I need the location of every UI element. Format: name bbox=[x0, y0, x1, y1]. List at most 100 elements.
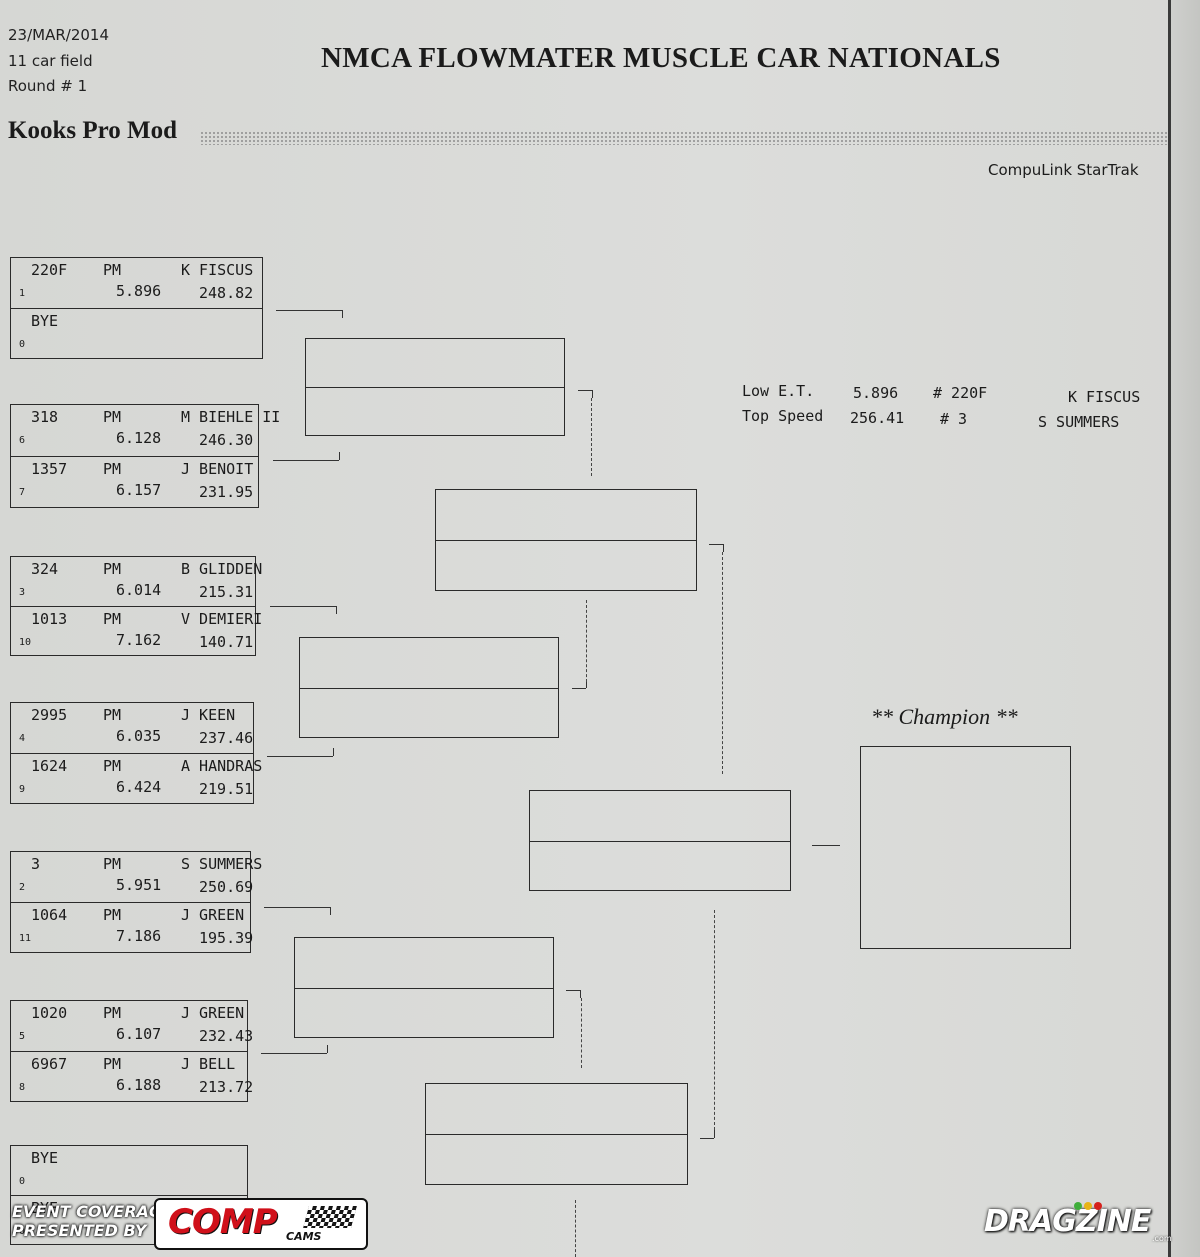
comp-logo-word: COMP bbox=[168, 1202, 278, 1242]
box-divider bbox=[436, 540, 696, 541]
low-et-value: 5.896 bbox=[853, 384, 899, 402]
car-number: 324 bbox=[31, 560, 59, 578]
speed-mph: 250.69 bbox=[199, 878, 254, 896]
class-name: Kooks Pro Mod bbox=[8, 117, 177, 144]
connector-line bbox=[273, 460, 339, 461]
connector-line bbox=[700, 1138, 714, 1139]
dashed-connector bbox=[581, 998, 582, 1068]
seed-number: 2 bbox=[19, 882, 26, 893]
elapsed-time: 6.035 bbox=[116, 727, 162, 745]
connector-line bbox=[270, 606, 336, 607]
car-class: PM bbox=[103, 906, 122, 924]
event-date: 23/MAR/2014 bbox=[8, 26, 109, 44]
event-title: NMCA FLOWMATER MUSCLE CAR NATIONALS bbox=[321, 42, 1001, 74]
top-speed-label: Top Speed bbox=[742, 407, 824, 425]
champion-label: ** Champion ** bbox=[871, 704, 1018, 729]
car-number: 2995 bbox=[31, 706, 68, 724]
car-number: 1624 bbox=[31, 757, 68, 775]
speed-mph: 140.71 bbox=[199, 633, 254, 651]
driver-name: J GREEN bbox=[181, 906, 245, 924]
elapsed-time: 7.162 bbox=[116, 631, 162, 649]
driver-name: A HANDRAS bbox=[181, 757, 263, 775]
elapsed-time: 6.107 bbox=[116, 1025, 162, 1043]
box-divider bbox=[295, 987, 553, 989]
semifinal-box-2 bbox=[425, 1083, 688, 1185]
speed-mph: 219.51 bbox=[199, 780, 254, 798]
car-class: PM bbox=[103, 261, 122, 279]
paper-edge bbox=[1168, 0, 1171, 1257]
driver-name: B GLIDDEN bbox=[181, 560, 263, 578]
connector-tick bbox=[327, 1045, 328, 1053]
semifinal-box-1 bbox=[435, 489, 697, 591]
car-class: PM bbox=[103, 757, 122, 775]
seed-number: 5 bbox=[19, 1031, 26, 1042]
tree-light-icon bbox=[1094, 1202, 1102, 1210]
top-speed-car: # 3 bbox=[940, 410, 968, 428]
speed-mph: 215.31 bbox=[199, 583, 254, 601]
low-et-car: # 220F bbox=[933, 384, 988, 402]
speed-mph: 232.43 bbox=[199, 1027, 254, 1045]
elapsed-time: 5.951 bbox=[116, 876, 162, 894]
driver-name: J KEEN bbox=[181, 706, 236, 724]
tree-light-icon bbox=[1084, 1202, 1092, 1210]
seed-number: 1 bbox=[19, 288, 26, 299]
seed-number: 7 bbox=[19, 487, 26, 498]
connector-line bbox=[572, 688, 586, 689]
seed-number: 3 bbox=[19, 587, 26, 598]
dashed-connector bbox=[586, 600, 587, 682]
car-number: 220F bbox=[31, 261, 68, 279]
box-divider bbox=[300, 687, 558, 689]
dashed-connector bbox=[722, 552, 723, 774]
records-panel: Low E.T. 5.896 # 220F K FISCUS Top Speed… bbox=[0, 0, 1200, 431]
speed-mph: 213.72 bbox=[199, 1078, 254, 1096]
comp-cams-logo: COMP CAMS bbox=[154, 1198, 368, 1250]
round2-box-2 bbox=[299, 637, 559, 738]
box-divider bbox=[426, 1134, 687, 1135]
car-class: PM bbox=[103, 1055, 122, 1073]
dragzine-logo: DRAGZINE .com bbox=[984, 1202, 1184, 1244]
connector-tick bbox=[336, 606, 337, 614]
seed-number: 11 bbox=[19, 933, 32, 944]
seed-number: 9 bbox=[19, 784, 26, 795]
connector-tick bbox=[330, 907, 331, 915]
car-number: BYE bbox=[31, 312, 59, 330]
seed-number: 0 bbox=[19, 339, 26, 350]
dragzine-wordmark: DRAGZINE bbox=[984, 1204, 1151, 1239]
seed-number: 10 bbox=[19, 637, 32, 648]
tree-light-icon bbox=[1074, 1202, 1082, 1210]
low-et-label: Low E.T. bbox=[742, 382, 815, 400]
connector-line bbox=[276, 310, 342, 311]
speed-mph: 195.39 bbox=[199, 929, 254, 947]
connector-line bbox=[261, 1053, 327, 1054]
dashed-connector bbox=[714, 910, 715, 1130]
final-to-champion-line bbox=[812, 845, 840, 846]
dragzine-suffix: .com bbox=[1152, 1234, 1172, 1243]
speed-mph: 248.82 bbox=[199, 284, 254, 302]
driver-name: J BELL bbox=[181, 1055, 236, 1073]
final-box bbox=[529, 790, 791, 891]
car-class: PM bbox=[103, 706, 122, 724]
checkered-flag-icon bbox=[303, 1206, 357, 1228]
elapsed-time: 6.188 bbox=[116, 1076, 162, 1094]
low-et-driver: K FISCUS bbox=[1068, 388, 1141, 406]
speed-mph: 237.46 bbox=[199, 729, 254, 747]
car-number: 3 bbox=[31, 855, 41, 873]
connector-tick bbox=[339, 452, 340, 460]
seed-number: 4 bbox=[19, 733, 26, 744]
driver-name: J BENOIT bbox=[181, 460, 254, 478]
car-class: PM bbox=[103, 460, 122, 478]
driver-name: M BIEHLE II bbox=[181, 408, 281, 426]
sponsor-banner: EVENT COVERAGE PRESENTED BY COMP CAMS bbox=[8, 1198, 368, 1252]
entry-row: 2995 PM J KEEN 6.035 237.46 4 bbox=[11, 703, 253, 753]
elapsed-time: 6.157 bbox=[116, 481, 162, 499]
driver-name: J GREEN bbox=[181, 1004, 245, 1022]
